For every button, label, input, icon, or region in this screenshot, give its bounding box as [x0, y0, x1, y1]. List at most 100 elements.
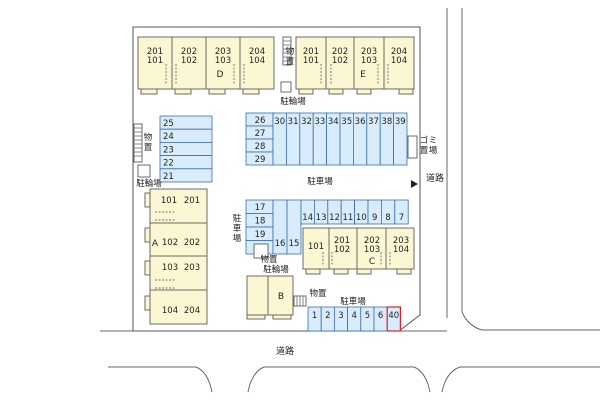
bicycle-parking-top-label: 駐輪場 — [280, 96, 306, 107]
parking-stall-number-36: 36 — [355, 117, 366, 127]
building-d-name: D — [217, 70, 224, 80]
parking-stall-number-30: 30 — [274, 117, 285, 127]
storage-top-box — [282, 36, 292, 66]
building-a: 101 201 A 102 202 103 203 104 204 — [144, 188, 208, 325]
building-e-balconies — [298, 88, 414, 95]
parking-stall-number-40: 40 — [388, 311, 399, 321]
building-e-balcony — [398, 88, 414, 95]
building-c-unit-1-top: 101 — [308, 242, 324, 252]
parking-stall-number-10: 10 — [356, 213, 367, 223]
bicycle-parking-mid-label: 駐輪場 — [263, 264, 289, 275]
building-c: 101 201 102 202 103 203 104 C — [302, 227, 415, 275]
storage-mid-label: 物置 — [260, 254, 278, 265]
parking-stall-number-6: 6 — [378, 311, 383, 321]
storage-left-hatch — [134, 127, 142, 157]
building-d-unit-3-bottom: 103 — [215, 56, 231, 66]
building-a-balcony — [144, 295, 151, 311]
parking-stall-number-25: 25 — [163, 119, 174, 129]
parking-stall-7 — [394, 199, 409, 225]
building-e-balcony — [356, 88, 372, 95]
parking-stall-number-18: 18 — [255, 217, 266, 227]
building-c-balcony — [333, 268, 349, 275]
building-d-unit-2-bottom: 102 — [181, 56, 197, 66]
parking-stall-number-38: 38 — [381, 117, 392, 127]
building-a-row-4-left: 104 — [162, 306, 178, 316]
garbage-area-box — [407, 135, 418, 159]
building-d-balcony — [174, 88, 192, 95]
parking-stall-number-3: 3 — [338, 311, 343, 321]
building-c-stairs — [322, 252, 391, 266]
storage-top-label-2: 置 — [286, 57, 295, 67]
building-a-row-3-right: 203 — [184, 263, 200, 273]
parking-stall-21 — [159, 168, 213, 183]
parking-main-label: 駐車場 — [307, 176, 333, 187]
parking-stall-number-33: 33 — [314, 117, 325, 127]
parking-bottom-label: 駐車場 — [340, 296, 366, 307]
bicycle-parking-left-box — [137, 164, 151, 178]
storage-bottom-hatch — [296, 296, 304, 306]
parking-stall-40 — [386, 306, 402, 332]
garbage-label-4: 場 — [429, 145, 438, 156]
building-d-balcony — [208, 88, 226, 95]
parking-left-label-3: 場 — [233, 233, 242, 244]
building-c-balcony — [356, 268, 372, 275]
parking-stall-number-16: 16 — [275, 239, 286, 249]
building-d-unit-1-bottom: 101 — [147, 56, 163, 66]
parking-stall-number-17: 17 — [255, 203, 266, 213]
building-a-row-3-left: 103 — [162, 263, 178, 273]
building-c-unit-3-top: 202 — [364, 236, 380, 246]
lot-boundary — [132, 26, 421, 332]
road-bottom-label: 道路 — [276, 345, 294, 357]
parking-stall-number-9: 9 — [372, 213, 377, 223]
building-d-unit-3-top: 203 — [215, 47, 231, 57]
building-e-unit-4-bottom: 104 — [391, 56, 407, 66]
building-c-balconies — [305, 268, 412, 275]
parking-stall-15 — [286, 199, 302, 255]
parking-stall-number-4: 4 — [351, 311, 356, 321]
parking-stall-number-21: 21 — [163, 172, 174, 182]
parking-stall-number-2: 2 — [325, 311, 330, 321]
building-a-balcony — [144, 192, 151, 208]
parking-stall-number-11: 11 — [342, 213, 353, 223]
parking-stall-number-23: 23 — [163, 145, 174, 155]
storage-bottom-label: 物置 — [309, 288, 327, 299]
building-b-name: B — [278, 292, 284, 302]
storage-left-label-1: 物 — [144, 132, 153, 143]
building-c-unit-2-top: 201 — [334, 236, 350, 246]
building-e-unit-4-top: 204 — [391, 47, 407, 57]
road-bottom-left-segment — [108, 366, 213, 393]
storage-mid-box — [253, 243, 269, 259]
building-d-balcony — [140, 88, 158, 95]
road-right-label: 道路 — [426, 172, 444, 184]
building-d-unit-4-bottom: 104 — [249, 56, 265, 66]
building-e-unit-3-bottom: 103 — [361, 56, 377, 66]
parking-stall-number-29: 29 — [255, 155, 266, 165]
building-e-name: E — [360, 70, 366, 80]
parking-left-label-2: 車 — [233, 223, 242, 234]
garbage-label-3: 置 — [420, 146, 429, 156]
parking-stall-number-32: 32 — [301, 117, 312, 127]
storage-left-label-2: 置 — [144, 143, 153, 153]
parking-stall-number-37: 37 — [368, 117, 379, 127]
building-c-name: C — [369, 257, 375, 267]
road-bottom-mid-segment — [247, 366, 431, 393]
building-b-body — [246, 275, 294, 316]
parking-stall-number-1: 1 — [312, 311, 317, 321]
parking-stall-number-15: 15 — [289, 239, 300, 249]
parking-stall-number-27: 27 — [255, 129, 266, 139]
parking-stall-number-35: 35 — [341, 117, 352, 127]
building-b-balcony — [272, 314, 292, 320]
building-d-balcony — [242, 88, 260, 95]
parking-stall-number-34: 34 — [328, 117, 339, 127]
building-e-unit-3-top: 203 — [361, 47, 377, 57]
garbage-label-2: ミ — [429, 136, 438, 146]
building-e-balcony — [298, 88, 314, 95]
building-c-unit-4-top: 203 — [393, 236, 409, 246]
building-e-body — [295, 36, 415, 90]
building-e-unit-2-top: 202 — [332, 47, 348, 57]
building-c-balcony — [396, 268, 412, 275]
building-b-balcony — [246, 314, 266, 320]
storage-top-hatch — [283, 40, 291, 62]
